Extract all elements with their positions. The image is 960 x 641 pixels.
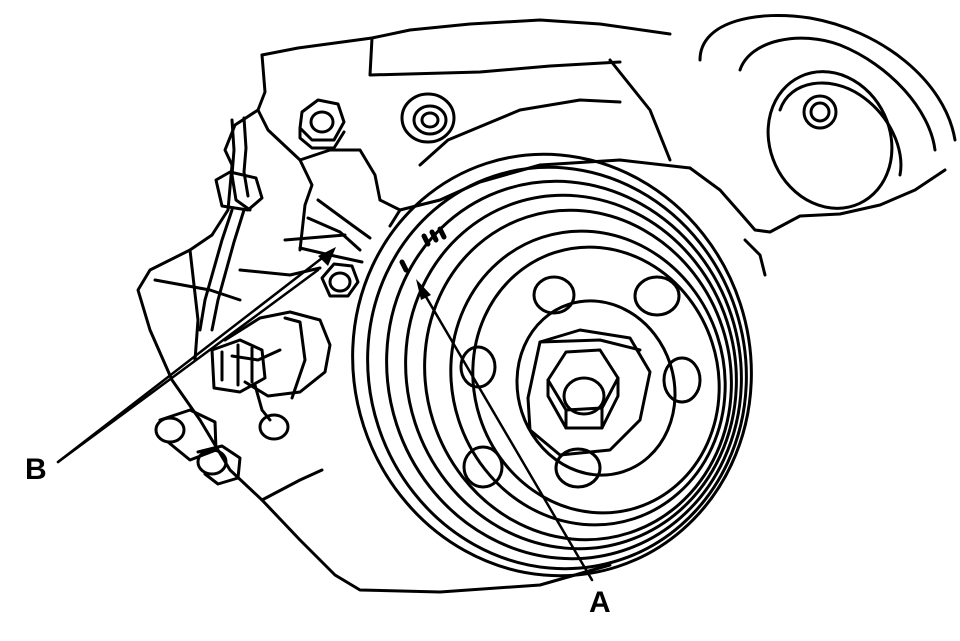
upper-plug xyxy=(400,92,456,144)
arrowhead-b xyxy=(318,247,336,266)
lower-left-studs xyxy=(154,408,242,486)
leader-line-b xyxy=(56,253,328,464)
upper-bolt xyxy=(298,98,346,150)
leader-line-a xyxy=(420,288,594,582)
sensor-bolt xyxy=(320,262,360,298)
sensor-harness xyxy=(198,116,264,332)
crankshaft-pulley xyxy=(351,152,753,578)
sensor-body xyxy=(210,310,332,441)
timing-marks xyxy=(399,226,447,273)
callout-label-a: A xyxy=(589,586,611,619)
upper-pulley xyxy=(698,13,957,210)
arrowhead-a xyxy=(416,279,431,300)
callout-label-b: B xyxy=(25,453,47,486)
